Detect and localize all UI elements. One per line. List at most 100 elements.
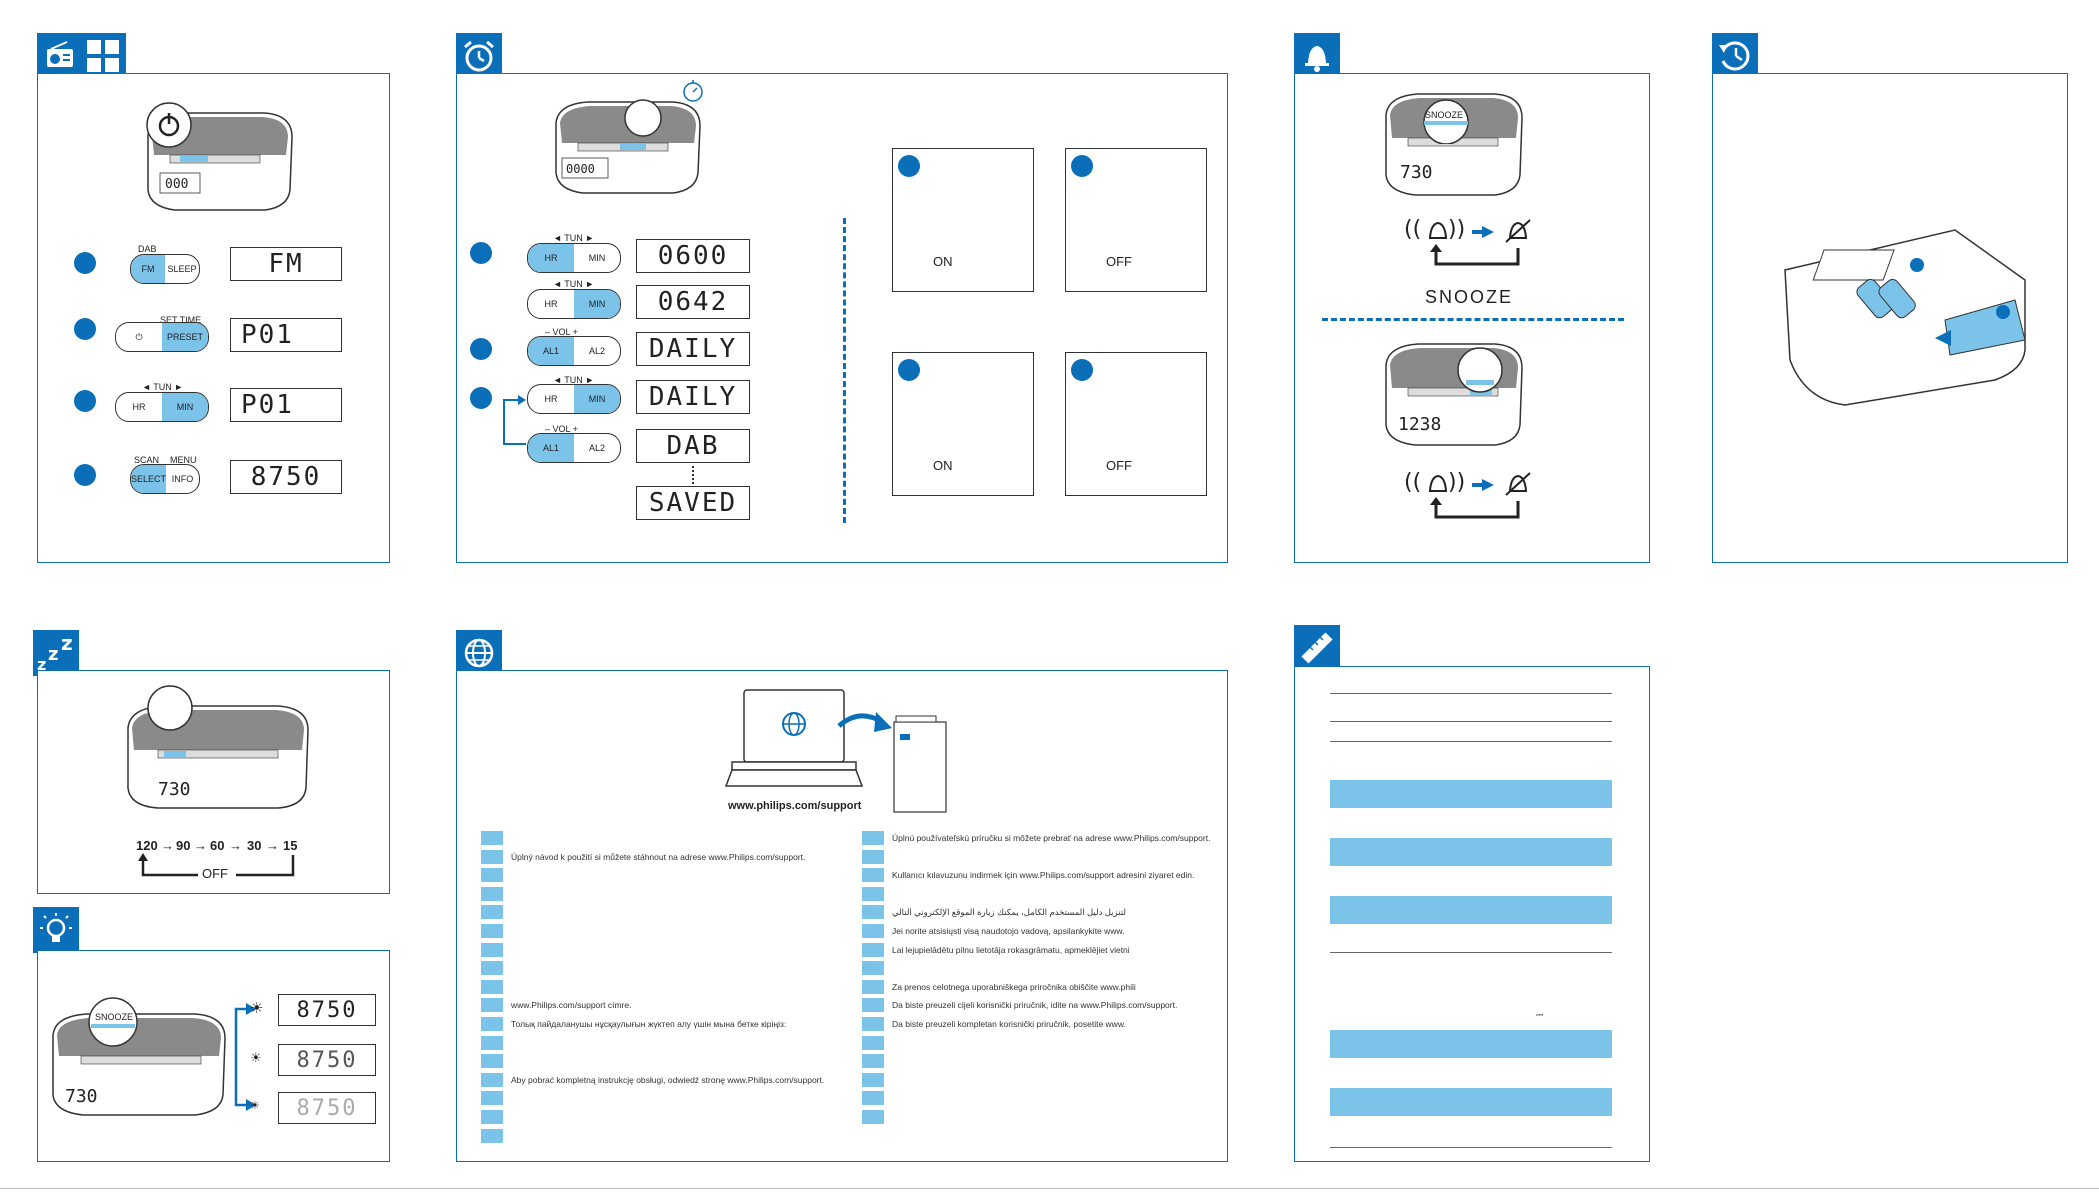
alarm-device-illustration: 0000 [555,99,701,194]
alarm-hr-min-buttons-1[interactable]: HR MIN [527,243,621,273]
alarm-tun-label-3: ◄ TUN ► [553,375,595,385]
snooze-cycle-bottom: (( )) [1404,470,1531,519]
svg-text:z: z [37,655,46,674]
preset-button[interactable]: PRESET [162,323,208,351]
timer-icon [683,80,703,102]
svg-text:)): )) [1448,217,1465,242]
language-code-box [481,1072,503,1087]
al1-button-2[interactable]: AL1 [528,434,574,462]
language-code-box [481,1054,503,1069]
alarm-vol-label-1: – VOL + [545,327,578,337]
spec-row-line-1 [1330,693,1612,694]
power-button[interactable]: ⏻ [135,331,143,342]
snooze-cycle-top: (( )) [1404,217,1531,266]
battery-install-illustration [1784,229,2026,406]
al1-al2-buttons-2[interactable]: AL1 AL2 [527,433,621,463]
sleep-device-display: 730 [158,779,191,800]
fm-sleep-buttons[interactable]: FM SLEEP [130,254,200,284]
snooze-divider [1322,318,1624,321]
step-3-marker [74,390,96,412]
alarm-step-3-marker [470,387,492,409]
language-code-box [862,979,884,994]
laptop-download-illustration [724,689,947,813]
sleep-step-4: 30 [247,838,262,853]
lcd-brightness-high: 8750 [278,994,376,1026]
al1-button-1[interactable]: AL1 [528,337,574,365]
sleep-button[interactable]: SLEEP [167,264,197,274]
language-code-box [481,1017,503,1031]
radio-tab [37,33,83,79]
language-line: لتنزيل دليل المستخدم الكامل، يمكنك زيارة… [892,907,1126,918]
sleep-step-5: 15 [283,838,298,853]
spec-row-line-2 [1330,721,1612,722]
ruler-icon [1301,632,1333,664]
power-preset-buttons[interactable]: ⏻ PRESET [115,322,209,352]
svg-text:((: (( [1404,470,1421,495]
alarm-min-button-3[interactable]: MIN [574,385,620,413]
alarm-hr-min-buttons-2[interactable]: HR MIN [527,289,621,319]
bell-icon [1305,46,1329,72]
brightness-device-display: 730 [65,1086,98,1107]
alarm-min-button-1[interactable]: MIN [588,253,606,263]
alarm-off-label-1: OFF [1106,254,1132,269]
sleep-arrow-2: → [194,838,207,853]
sleep-off-label: OFF [202,866,228,881]
scan-label: SCAN [134,455,160,465]
lightbulb-icon [40,913,72,942]
fm-button[interactable]: FM [131,255,165,283]
spec-row-line-5 [1330,1147,1612,1148]
language-line: Úplnú používateľskú príručku si môžete p… [892,833,1211,843]
language-line: Lai lejupielādētu pilnu lietotāja rokasg… [892,944,1130,955]
hr-min-buttons[interactable]: HR MIN [115,392,209,422]
hr-button[interactable]: HR [132,402,146,412]
step-2-marker [74,318,96,340]
power-callout [146,102,192,148]
sleep-step-2: 90 [176,838,191,853]
language-line: Da biste preuzeli kompletan korisnički p… [892,1019,1126,1029]
alarm-hr-button-3[interactable]: HR [544,394,558,404]
language-code-box [862,942,884,957]
lcd-preset-tune: P01 [230,388,342,422]
brightness-device-illustration: 730 SNOOZE [52,997,226,1116]
alarm-off-frame-2: OFF [1065,352,1207,496]
sleep-device-illustration: 730 [127,685,309,809]
snooze-text: SNOOZE [1425,287,1514,307]
alarm-hr-button-2[interactable]: HR [544,299,558,309]
select-button[interactable]: SELECT [131,465,167,493]
device-clock-display: 000 [165,177,188,192]
language-line: Za prenos celotnega uporabniškega priroč… [892,981,1136,992]
select-info-buttons[interactable]: SELECT INFO [130,464,200,494]
step-1-marker [74,252,96,274]
al1-al2-buttons-1[interactable]: AL1 AL2 [527,336,621,366]
info-button[interactable]: INFO [171,474,194,484]
language-code-box [862,905,884,920]
spec-header-band-2 [1330,838,1612,866]
alarm-on-label-2: ON [933,458,953,473]
radio-icon [47,41,73,67]
bell-tab [1294,33,1340,79]
min-button[interactable]: MIN [162,393,208,421]
lcd-frequency: 8750 [230,460,342,494]
alarm-min-button-2[interactable]: MIN [574,290,620,318]
language-line: Úplný návod k použití si můžete stáhnout… [511,851,806,862]
sleep-arrow-3: → [229,838,242,853]
spec-header-band-3 [1330,896,1612,924]
alarm-hr-button-1[interactable]: HR [528,244,574,272]
sleep-loop-line [138,853,295,883]
spec-header-band-4 [1330,1030,1612,1058]
spec-row-line-3 [1330,741,1612,742]
language-code-box [481,831,503,845]
al2-button-2[interactable]: AL2 [588,443,605,453]
settime-label: SET TIME [160,315,202,325]
language-code-box [481,905,503,920]
alarm-off-frame-1: OFF [1065,148,1207,292]
alarm-clock-icon [464,40,494,72]
al2-button-1[interactable]: AL2 [588,346,605,356]
menu-label: MENU [170,455,197,465]
lcd-preset: P01 [230,318,342,352]
alarm-hr-min-buttons-3[interactable]: HR MIN [527,384,621,414]
support-url[interactable]: www.philips.com/support [728,800,862,812]
snooze-callout-label: SNOOZE [1425,110,1463,120]
language-code-box [862,849,884,864]
tun-label: ◄ TUN ► [142,382,184,392]
